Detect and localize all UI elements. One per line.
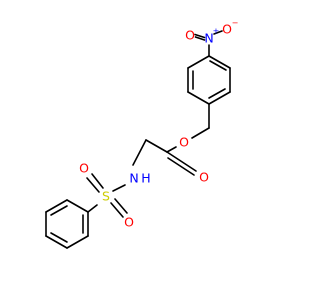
bond-ring2-2	[66, 235, 89, 249]
atom-nitro-n: N	[204, 31, 213, 46]
bond-nitro-n-o-right	[213, 30, 223, 35]
bond-ring2-3	[45, 235, 68, 249]
bond-s-o-top-a	[91, 173, 104, 189]
structure-drawing: O N + O − O O H N S O O	[45, 19, 238, 249]
bond-ring2-5	[45, 199, 68, 213]
bond-ch2-n	[132, 139, 147, 166]
atom-nitro-n-charge: +	[213, 27, 220, 36]
bonds	[45, 30, 231, 249]
bond-o-carbonyl	[166, 146, 177, 153]
atom-ester-o-single: O	[179, 135, 189, 150]
atom-sulfonyl-o-bottom: O	[124, 215, 134, 230]
bond-n-s	[112, 184, 126, 192]
bond-s-o-bottom-a	[110, 202, 124, 218]
bond-ring1-3	[208, 91, 231, 105]
atom-nitro-o-right-charge: −	[232, 19, 239, 28]
atom-amide-n: N	[129, 171, 138, 186]
bond-s-o-bottom-b	[114, 198, 128, 214]
bond-carbonyl-o-b	[167, 157, 195, 176]
bond-ring2-inner-2	[50, 232, 68, 243]
bond-carbonyl-o-a	[166, 151, 197, 172]
bond-ch2-o	[191, 127, 210, 139]
bond-nitro-n-o-left-b	[194, 33, 206, 39]
bond-ring1-1	[208, 55, 231, 69]
atom-nitro-o-right: O	[222, 22, 232, 37]
atom-labels: O N + O − O O H N S O O	[79, 19, 238, 230]
bond-nitro-n-o-left-a	[194, 36, 206, 41]
bond-ring2-inner-3	[50, 205, 68, 216]
bond-carbonyl-ch2	[145, 139, 168, 153]
bond-ring1-4	[187, 91, 210, 105]
bond-s-o-top-b	[86, 177, 100, 193]
bond-ring2-6	[66, 199, 89, 213]
atom-nitro-o-left: O	[185, 28, 195, 43]
atom-sulfur: S	[102, 189, 110, 204]
molecule-diagram: O N + O − O O H N S O O	[45, 19, 238, 249]
atom-sulfonyl-o-top: O	[79, 161, 89, 176]
atom-amide-h: H	[141, 171, 150, 186]
bond-ring1-inner-2	[208, 88, 226, 99]
bond-ring1-inner-1	[209, 60, 227, 71]
atom-ester-o-double: O	[199, 170, 209, 185]
bond-ring1-6	[187, 55, 210, 69]
bond-s-ring	[87, 204, 98, 213]
